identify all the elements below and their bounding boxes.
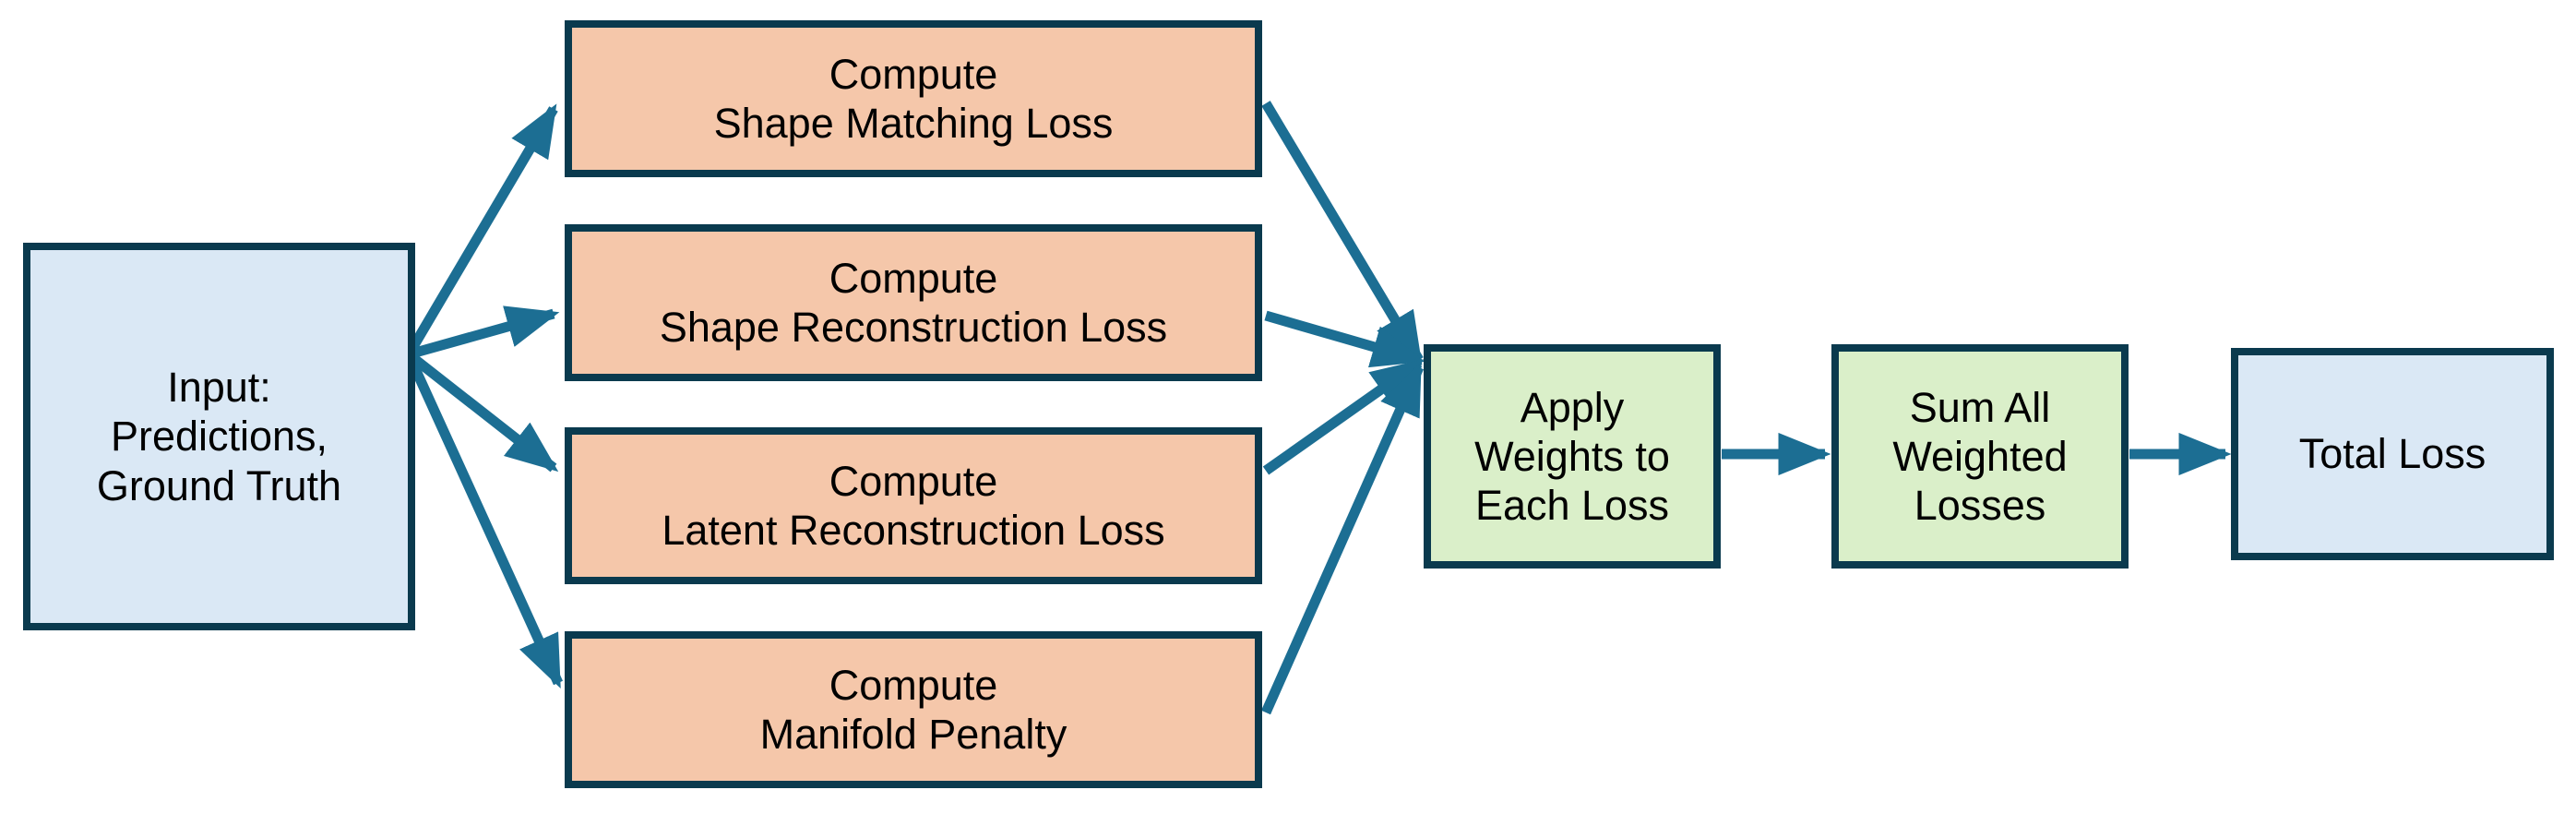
node-compute-shape-reconstruction-loss[interactable]: Compute Shape Reconstruction Loss (565, 224, 1262, 381)
node-compute-shape-reconstruction-loss-label: Compute Shape Reconstruction Loss (659, 254, 1168, 351)
node-input[interactable]: Input: Predictions, Ground Truth (23, 243, 415, 630)
node-sum-weighted-losses-label: Sum All Weighted Losses (1892, 383, 2068, 530)
node-sum-weighted-losses[interactable]: Sum All Weighted Losses (1831, 344, 2129, 569)
edge-input-to-shape-matching (404, 103, 558, 357)
edge-latent-reconstruction-to-apply-weights (1262, 358, 1425, 475)
node-compute-latent-reconstruction-loss-label: Compute Latent Reconstruction Loss (662, 457, 1165, 554)
node-apply-weights-label: Apply Weights to Each Loss (1474, 383, 1670, 530)
node-compute-latent-reconstruction-loss[interactable]: Compute Latent Reconstruction Loss (565, 427, 1262, 584)
node-total-loss-label: Total Loss (2298, 430, 2487, 478)
node-input-label: Input: Predictions, Ground Truth (96, 364, 342, 509)
node-compute-manifold-penalty-label: Compute Manifold Penalty (759, 661, 1067, 758)
edge-input-to-shape-reconstruction (407, 305, 560, 360)
node-compute-shape-matching-loss[interactable]: Compute Shape Matching Loss (565, 20, 1262, 177)
edge-input-to-latent-reconstruction (405, 350, 559, 473)
node-total-loss[interactable]: Total Loss (2231, 348, 2554, 560)
node-apply-weights[interactable]: Apply Weights to Each Loss (1424, 344, 1721, 569)
edge-input-to-manifold-penalty (403, 352, 564, 689)
edge-shape-matching-to-apply-weights (1261, 101, 1424, 365)
node-compute-manifold-penalty[interactable]: Compute Manifold Penalty (565, 631, 1262, 788)
edge-manifold-penalty-to-apply-weights (1260, 361, 1425, 715)
node-compute-shape-matching-loss-label: Compute Shape Matching Loss (713, 50, 1114, 147)
edge-shape-reconstruction-to-apply-weights (1264, 310, 1425, 368)
